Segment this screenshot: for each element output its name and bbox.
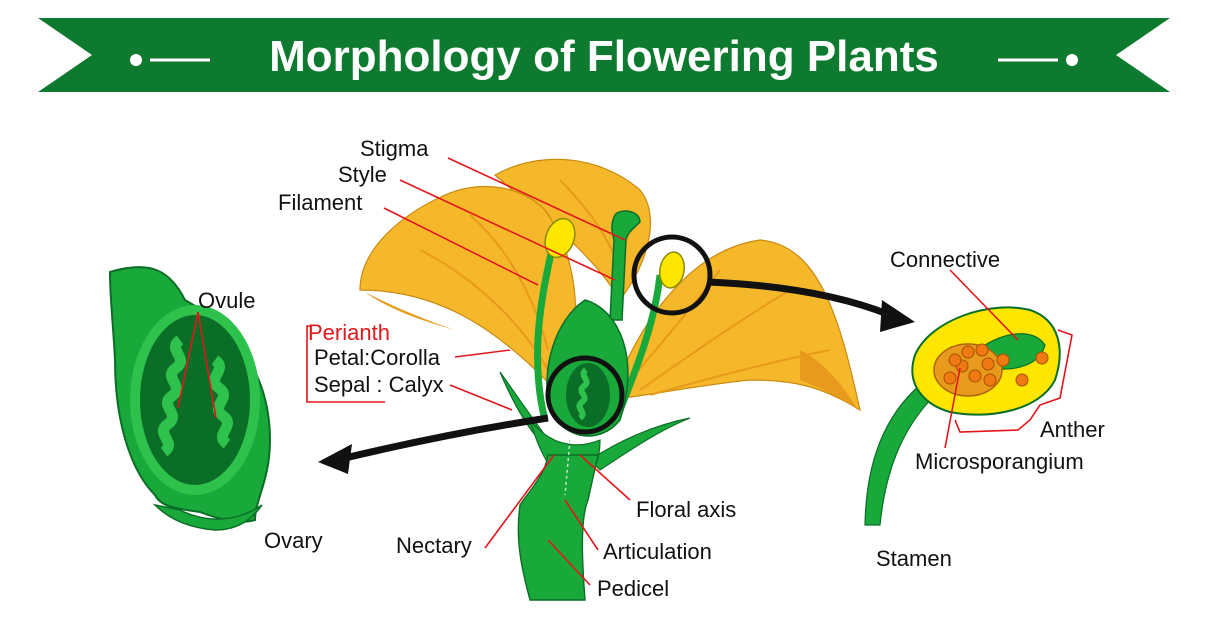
leader-style <box>399 179 616 281</box>
anther-zoom-circle <box>631 234 713 316</box>
leader-petal <box>454 349 511 358</box>
stamens <box>533 217 685 421</box>
leader-ovule-1 <box>177 311 199 409</box>
leader-articulation <box>564 499 599 551</box>
banner-dot-left <box>130 54 142 66</box>
label-stamen: Stamen <box>876 546 952 571</box>
banner-dot-right <box>1066 54 1078 66</box>
leader-nectary <box>484 454 555 549</box>
leader-ovule-2 <box>197 311 217 419</box>
arrow-head-right <box>880 300 915 332</box>
perianth-bracket <box>306 325 385 403</box>
leader-stigma <box>447 157 626 241</box>
label-ovary: Ovary <box>264 528 323 553</box>
label-stigma: Stigma <box>360 136 429 161</box>
label-floral-axis: Floral axis <box>636 497 736 522</box>
label-filament: Filament <box>278 190 362 215</box>
title-banner: Morphology of Flowering Plants <box>38 18 1170 92</box>
arrow-head-left <box>318 444 352 474</box>
corolla-petals <box>359 158 861 412</box>
label-connective: Connective <box>890 247 1000 272</box>
label-petal-corolla: Petal:Corolla <box>314 345 441 370</box>
leader-pedicel <box>547 539 591 586</box>
anther-bracket <box>954 329 1073 433</box>
pistil <box>546 210 641 437</box>
leader-lines <box>177 157 1019 586</box>
labels: Stigma Style Filament Ovule Perianth Pet… <box>198 136 1105 601</box>
label-sepal-calyx: Sepal : Calyx <box>314 372 444 397</box>
label-perianth: Perianth <box>308 320 390 345</box>
zoom-indicators <box>318 234 915 474</box>
sepals-receptacle <box>499 371 691 601</box>
leader-floral-axis <box>579 454 631 501</box>
leader-microsporangium <box>944 367 961 449</box>
label-microsporangium: Microsporangium <box>915 449 1084 474</box>
page-title: Morphology of Flowering Plants <box>269 32 939 81</box>
label-nectary: Nectary <box>396 533 472 558</box>
ovary-zoom-circle <box>545 355 625 435</box>
leader-filament <box>383 207 539 286</box>
label-ovule: Ovule <box>198 288 255 313</box>
pollen-grains <box>943 343 1049 387</box>
ovary-detail <box>108 266 272 531</box>
label-pedicel: Pedicel <box>597 576 669 601</box>
leader-connective <box>949 269 1019 341</box>
anther-detail <box>864 306 1061 526</box>
label-anther: Anther <box>1040 417 1105 442</box>
label-articulation: Articulation <box>603 539 712 564</box>
label-style: Style <box>338 162 387 187</box>
leader-sepal <box>449 384 513 411</box>
